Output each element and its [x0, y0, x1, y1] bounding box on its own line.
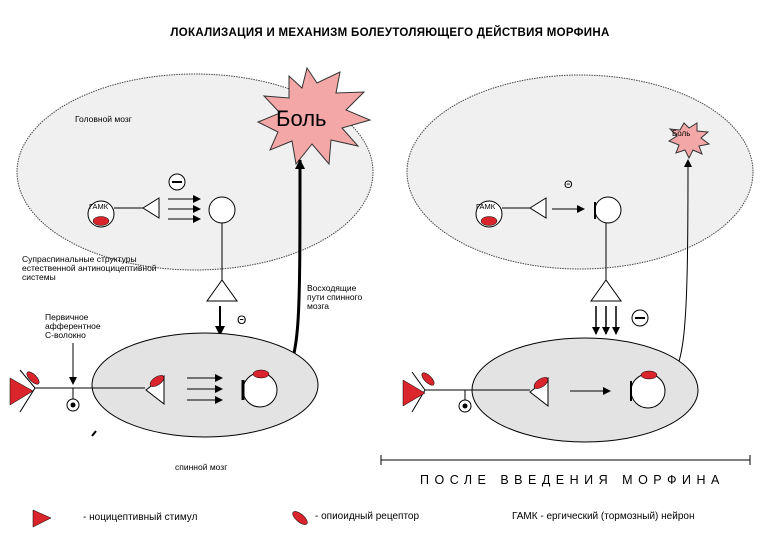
descending-terminal-left [206, 279, 238, 302]
pain-label-large: Боль [276, 106, 327, 131]
spinal-cord-left [91, 332, 319, 438]
legend-receptor-icon [292, 511, 308, 525]
spinal-cord-label: спинной мозг [175, 462, 228, 472]
stimulus-icon-left [9, 377, 34, 406]
legend-stimulus-label: - ноцицептивный стимул [83, 512, 198, 523]
brain-label: Головной мозг [75, 114, 132, 124]
brain-region-right [406, 74, 754, 270]
projection-neuron-brain-left [208, 196, 236, 224]
descending-terminal-right [590, 279, 622, 302]
receptor-icon-terminal-left [149, 375, 165, 387]
pain-burst-large [256, 66, 372, 166]
pain-label-small: Боль [672, 129, 691, 138]
receptor-icon-fiber-left [26, 371, 40, 385]
receptor-icon-brain-right [480, 216, 498, 226]
supraspinal-label: Супраспинальные структуры естественной а… [22, 254, 157, 282]
terminal-triangle-brain-left [142, 197, 160, 219]
receptor-icon-spinal-left [252, 369, 270, 379]
ascending-label: Восходящие пути спинного мозга [307, 283, 363, 311]
theta-symbol-right-top: Θ [564, 179, 573, 191]
gaba-label-right: ГАМК [476, 202, 496, 211]
projection-neuron-brain-right [594, 196, 622, 224]
receptor-icon-fiber-right [421, 372, 435, 386]
after-morphine-label: ПОСЛЕ ВВЕДЕНИЯ МОРФИНА [420, 473, 725, 487]
receptor-icon-spinal-right [640, 370, 658, 380]
legend-gaba-label: ГАМК - ергический (тормозный) нейрон [512, 511, 695, 522]
gaba-label-left: ГАМК [89, 202, 109, 211]
afferent-label: Первичное афферентное С-волокно [45, 312, 101, 340]
pain-burst-small [667, 122, 711, 160]
receptor-icon-brain-left [92, 216, 110, 226]
terminal-triangle-brain-right [529, 197, 547, 219]
diagram-title: ЛОКАЛИЗАЦИЯ И МЕХАНИЗМ БОЛЕУТОЛЯЮЩЕГО ДЕ… [170, 27, 610, 39]
legend-receptor-label: - опиоидный рецептор [315, 511, 420, 522]
theta-symbol-left: Θ [237, 313, 246, 327]
receptor-icon-terminal-right [533, 377, 549, 389]
legend-stimulus-icon [32, 509, 52, 528]
stimulus-icon-right [402, 379, 426, 407]
